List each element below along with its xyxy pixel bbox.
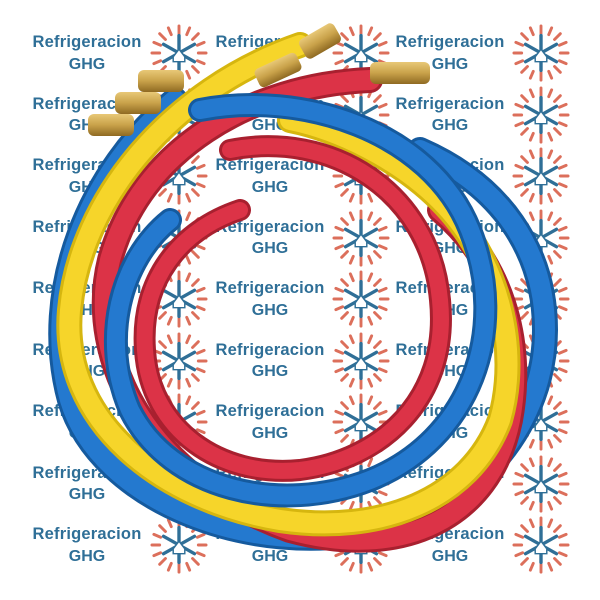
blue-hose-inner	[103, 93, 498, 508]
watermark-line2: GHG	[68, 486, 106, 503]
snowflake-logo-icon	[512, 85, 570, 144]
watermark-line1: Refrigeracion	[215, 402, 325, 420]
watermark-line2: GHG	[251, 301, 289, 319]
snowflake-logo-icon	[150, 331, 208, 390]
watermark-line1: Refrigeracion	[32, 33, 142, 51]
watermark-line2: GHG	[68, 547, 106, 565]
snowflake-logo-icon	[332, 331, 390, 390]
watermark-line2: GHG	[251, 363, 289, 380]
watermark-line1: Refrigeracion	[32, 94, 142, 113]
watermark-line2: GHG	[251, 424, 289, 442]
watermark-line2: GHG	[431, 55, 469, 73]
watermark-line2: GHG	[251, 240, 289, 257]
watermark-line1: Refrigeracion	[215, 156, 325, 174]
snowflake-logo-icon	[332, 208, 390, 267]
watermark-line1: Refrigeracion	[395, 94, 505, 113]
red-hose-inner	[133, 135, 452, 482]
watermark-line2: GHG	[431, 547, 469, 565]
snowflake-logo-icon	[512, 516, 570, 574]
watermark-line1: Refrigeracion	[395, 33, 505, 51]
snowflake-logo-icon	[332, 270, 390, 328]
brass-fittings	[88, 23, 430, 136]
watermark-line1: Refrigeracion	[215, 279, 325, 297]
watermark-line2: GHG	[251, 178, 289, 196]
snowflake-logo-icon	[512, 24, 570, 82]
snowflake-logo-icon	[512, 147, 570, 205]
watermark-line2: GHG	[68, 55, 106, 73]
watermark-line2: GHG	[431, 117, 469, 134]
snowflake-logo-icon	[512, 454, 570, 513]
watermark-line1: Refrigeracion	[215, 340, 325, 359]
watermark-line1: Refrigeracion	[32, 525, 142, 543]
watermark-line1: Refrigeracion	[215, 217, 325, 236]
watermark-line2: GHG	[251, 547, 289, 565]
